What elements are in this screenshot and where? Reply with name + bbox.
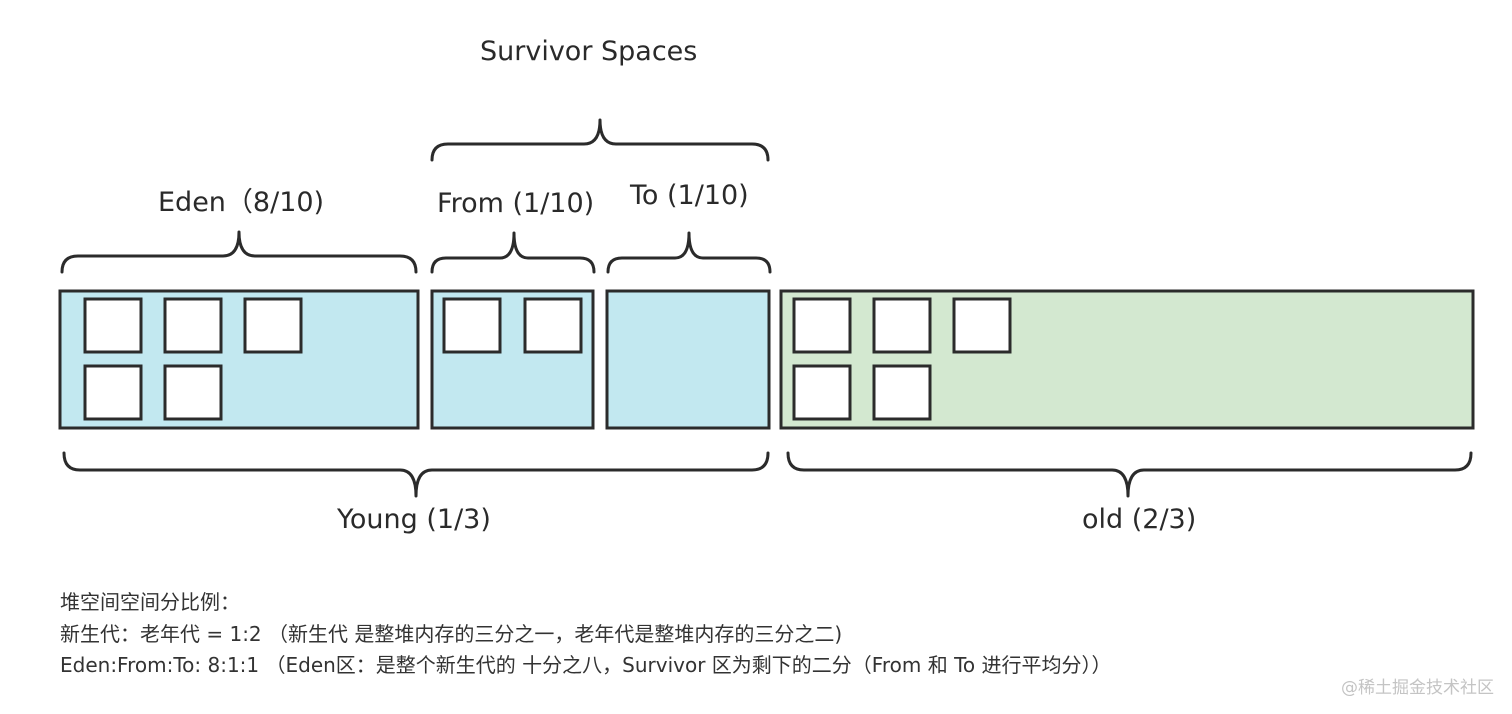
watermark: @稀土掘金技术社区 xyxy=(1341,678,1494,698)
from-objects xyxy=(442,297,583,354)
object-box xyxy=(83,364,143,421)
eden-objects xyxy=(83,297,303,421)
object-box xyxy=(163,364,223,421)
young-label: Young (1/3) xyxy=(337,504,491,535)
to-brace xyxy=(606,231,772,274)
object-box xyxy=(792,364,852,421)
ratio-eden-survivor: Eden:From:To: 8:1:1 （Eden区：是整个新生代的 十分之八，… xyxy=(60,653,1112,677)
object-box xyxy=(952,297,1012,354)
object-box xyxy=(442,297,502,354)
from-brace xyxy=(430,231,596,274)
ratio-heading: 堆空间空间分比例： xyxy=(60,590,240,614)
from-label: From (1/10) xyxy=(437,188,595,219)
object-box xyxy=(872,297,932,354)
object-box xyxy=(83,297,143,354)
ratio-young-old: 新生代：老年代 = 1:2 （新生代 是整堆内存的三分之一，老年代是整堆内存的三… xyxy=(60,622,843,646)
object-box xyxy=(523,297,583,354)
young-brace xyxy=(62,451,770,498)
eden-brace xyxy=(60,230,418,274)
object-box xyxy=(243,297,303,354)
survivor-spaces-label: Survivor Spaces xyxy=(480,36,698,67)
old-brace xyxy=(786,451,1473,498)
object-box xyxy=(872,364,932,421)
old-objects xyxy=(792,297,1012,421)
old-label: old (2/3) xyxy=(1082,504,1197,535)
to-region xyxy=(605,289,771,430)
eden-label: Eden（8/10) xyxy=(158,187,325,218)
object-box xyxy=(792,297,852,354)
to-label: To (1/10) xyxy=(630,180,749,211)
survivor-brace xyxy=(430,118,770,162)
object-box xyxy=(163,297,223,354)
